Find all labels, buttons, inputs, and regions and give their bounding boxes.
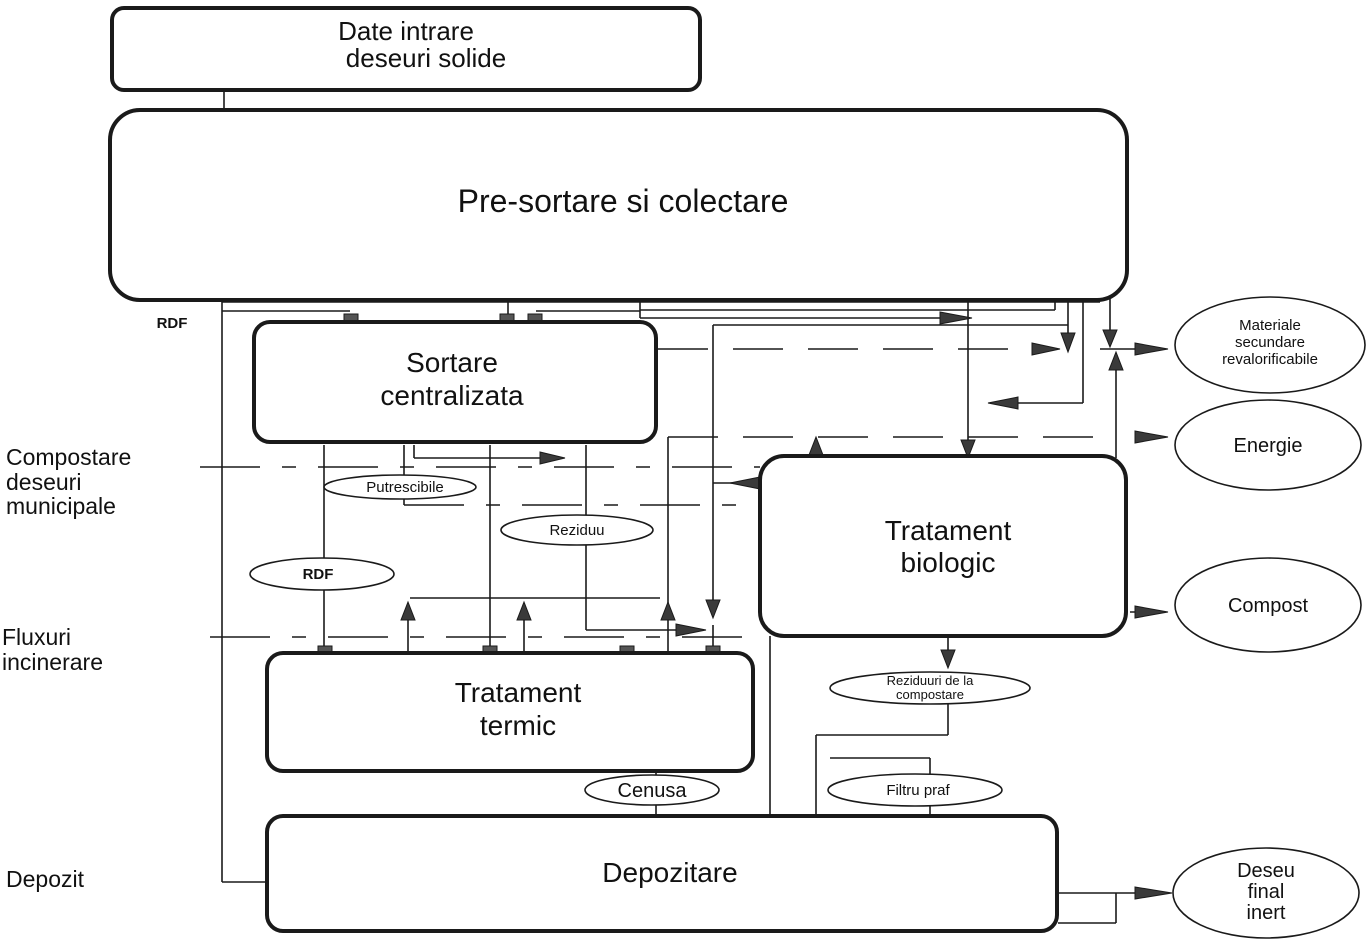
box-biological-line2: biologic [901,547,996,578]
flow-rdf: RDF [249,557,395,591]
flow-rdf-label: RDF [303,566,334,583]
output-inert-line3: inert [1247,902,1286,924]
output-materials-line3: revalorificabile [1222,351,1318,368]
box-input-line2: deseuri solide [346,43,506,73]
side-label-compostare: Compostare deseuri municipale [6,444,131,519]
output-energy-label: Energie [1234,435,1303,457]
output-energy: Energie [1174,399,1362,491]
flow-reziduu: Reziduu [500,514,654,546]
side-compost-line3: municipale [6,493,116,519]
output-materials: Materiale secundare revalorificabile [1174,296,1366,394]
side-compost-line2: deseuri [6,469,81,495]
box-thermal: Tratament termic [265,651,755,773]
box-input-line1: Date intrare [338,16,474,46]
box-presort-label: Pre-sortare si colectare [458,183,789,219]
box-presort: Pre-sortare si colectare [108,108,1129,302]
side-label-incinerare: Fluxuri incinerare [2,624,103,675]
output-inert: Deseu final inert [1172,847,1360,939]
flow-label-rdf-top: RDF [157,315,188,332]
flow-reziduu-label: Reziduu [549,522,604,539]
output-inert-line1: Deseu [1237,860,1295,882]
box-landfill: Depozitare [265,814,1059,933]
flow-putrescibile-label: Putrescibile [366,479,444,496]
output-materials-line2: secundare [1235,334,1305,351]
box-sorting: Sortare centralizata [252,320,658,444]
side-compost-line1: Compostare [6,444,131,470]
flow-filtru-label: Filtru praf [886,782,950,799]
box-input: Date intrare deseuri solide [110,6,702,92]
output-materials-line1: Materiale [1239,317,1301,334]
side-incin-line1: Fluxuri [2,624,71,650]
side-label-depozit: Depozit [6,866,85,892]
flow-cenusa: Cenusa [584,774,720,806]
output-compost: Compost [1174,557,1362,653]
flow-filtru-praf: Filtru praf [827,773,1003,807]
flow-reziduuri-line1: Reziduuri de la [887,673,974,688]
box-thermal-line1: Tratament [455,677,582,708]
flow-putrescibile: Putrescibile [323,474,477,500]
box-biological-line1: Tratament [885,515,1012,546]
output-compost-label: Compost [1228,595,1308,617]
box-sorting-line2: centralizata [380,380,524,411]
flow-reziduuri-compostare: Reziduuri de la compostare [829,671,1031,705]
output-inert-line2: final [1248,881,1285,903]
side-incin-line2: incinerare [2,649,103,675]
flow-cenusa-label: Cenusa [618,780,688,802]
flow-reziduuri-line2: compostare [896,687,964,702]
box-biological: Tratament biologic [758,454,1128,638]
box-sorting-line1: Sortare [406,347,498,378]
box-thermal-line2: termic [480,710,556,741]
box-landfill-label: Depozitare [602,857,737,888]
